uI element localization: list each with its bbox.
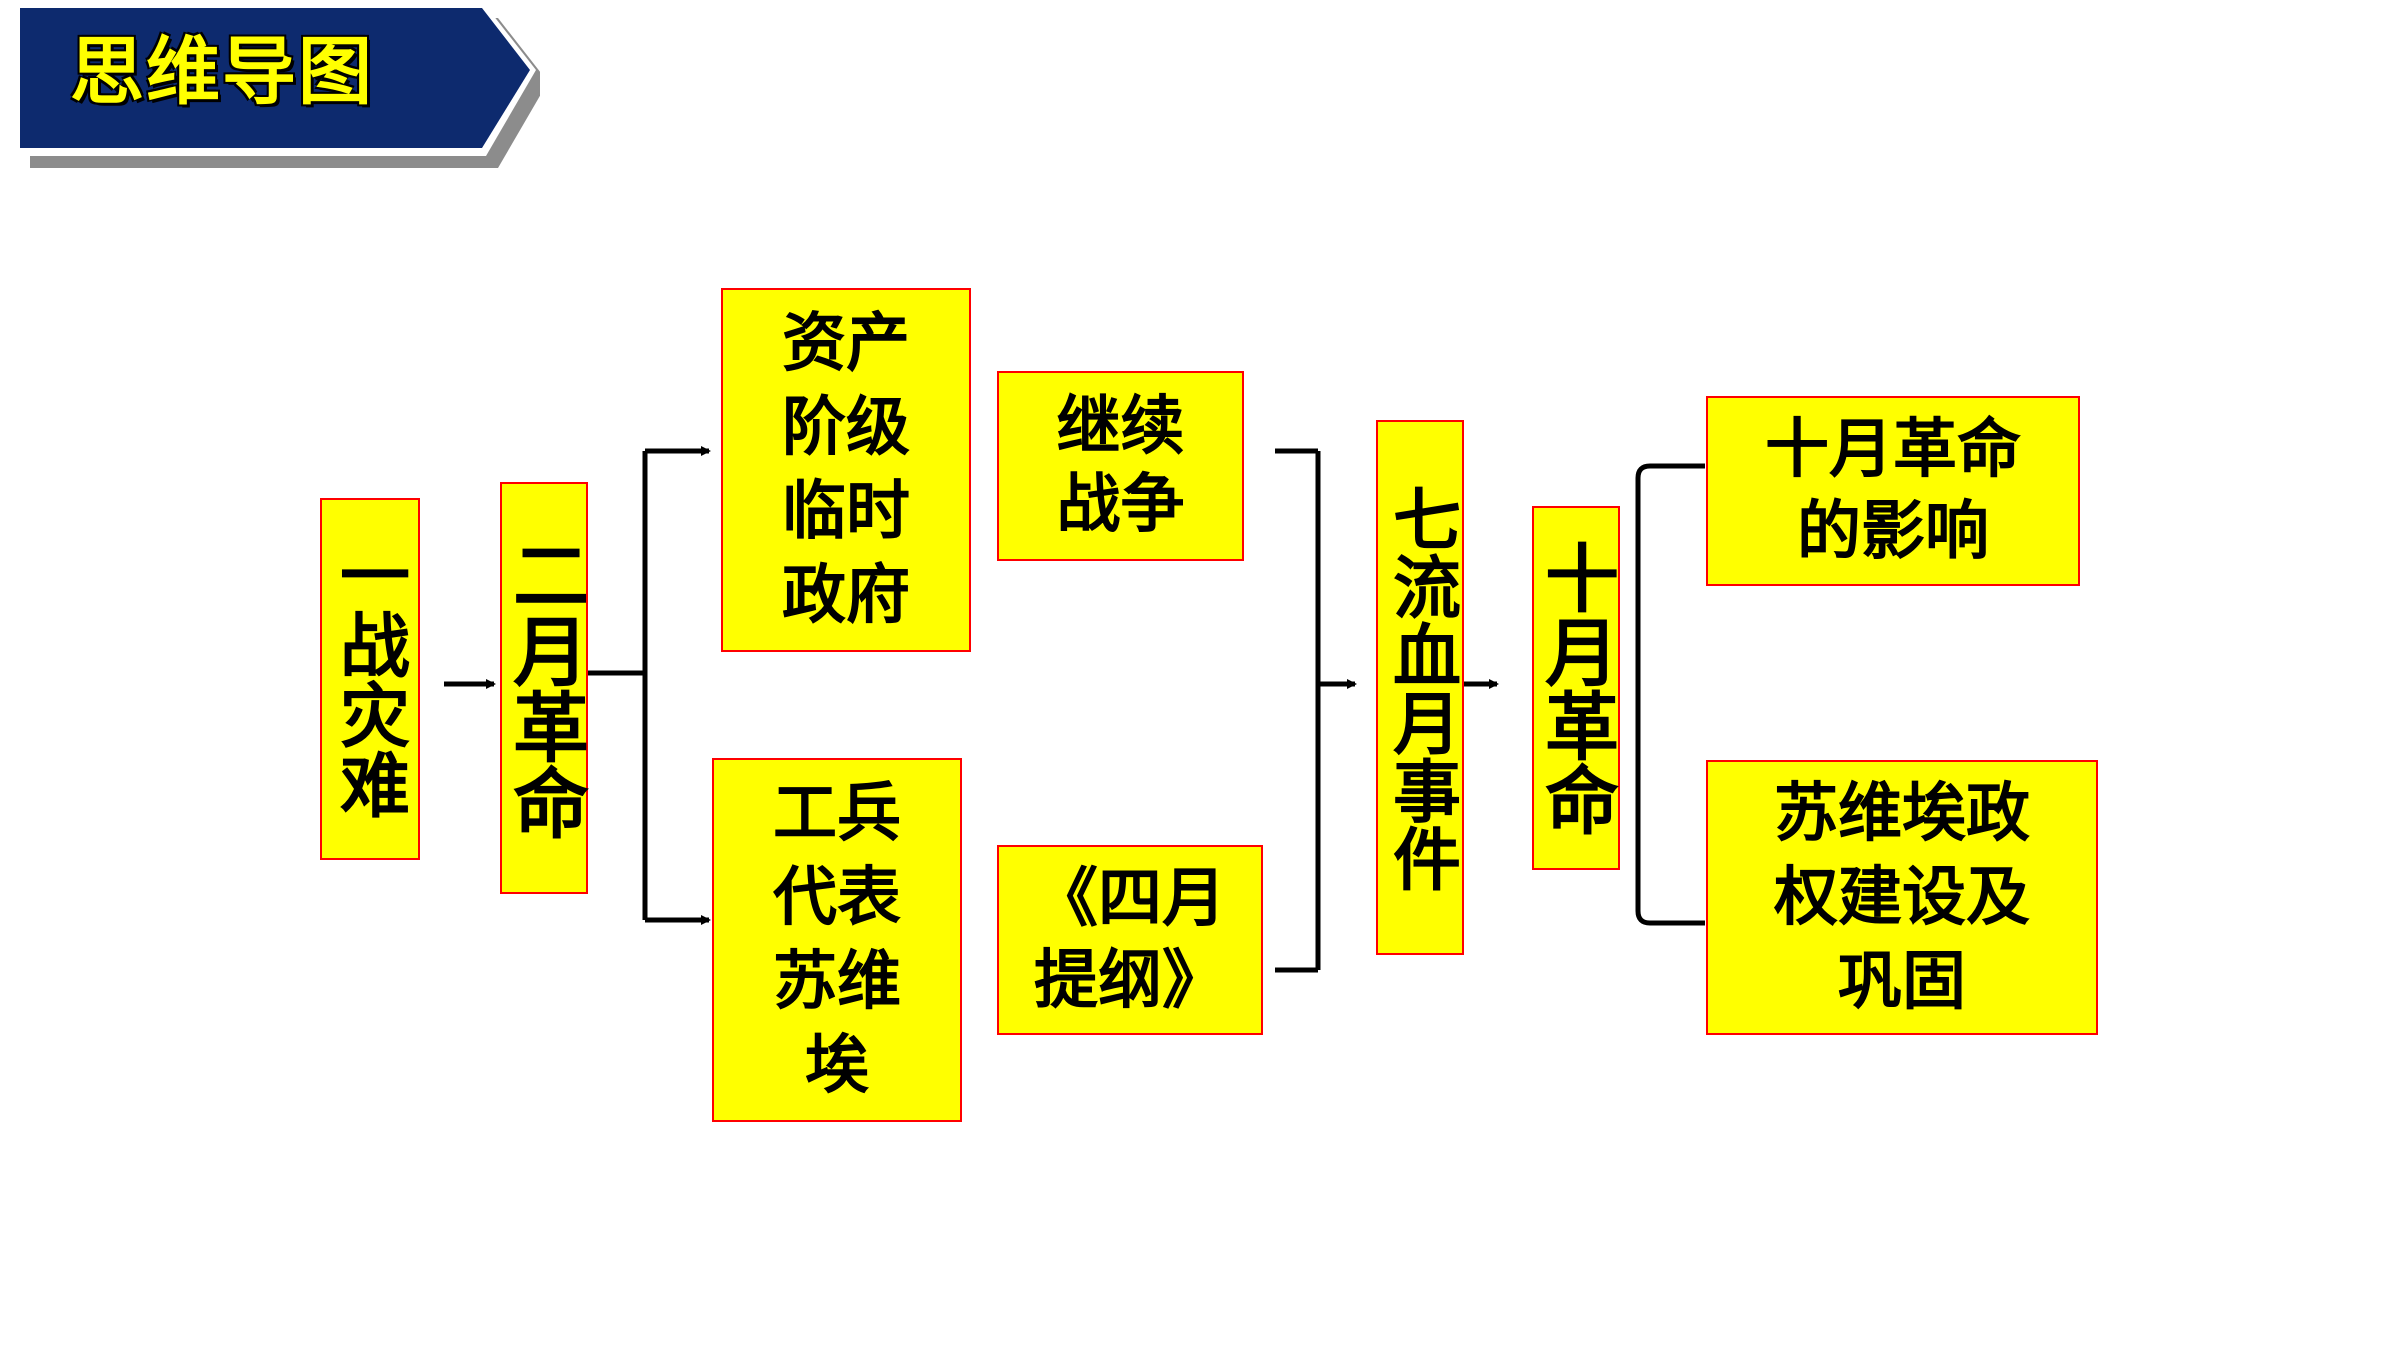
node-continue-war-label: 继续 战争 (1056, 390, 1185, 542)
node-april-theses: 《四月 提纲》 (997, 845, 1263, 1035)
node-feb-revolution-label: 二月革命 (500, 536, 589, 840)
node-april-theses-label: 《四月 提纲》 (1034, 862, 1226, 1018)
node-oct-influence: 十月革命 的影响 (1706, 396, 2080, 586)
bracket-oct-branches (1635, 463, 1705, 926)
title-banner (18, 6, 540, 168)
node-oct-influence-label: 十月革命 的影响 (1765, 413, 2021, 569)
node-feb-revolution: 二月革命 (500, 482, 589, 894)
node-continue-war: 继续 战争 (997, 371, 1244, 561)
node-soviet-regime-label: 苏维埃政 权建设及 巩固 (1774, 776, 2030, 1019)
node-soviet: 工兵 代表 苏维 埃 (712, 758, 962, 1122)
mind-map-title: 思维导图 (70, 29, 374, 115)
node-oct-revolution-label: 十月革命 (1532, 540, 1619, 836)
node-ww1-disaster: 一战灾难 (320, 498, 420, 860)
node-oct-revolution: 十月革命 (1532, 506, 1620, 870)
node-soviet-label: 工兵 代表 苏维 埃 (773, 777, 901, 1103)
node-provisional-gov: 资产 阶级 临时 政府 (721, 288, 971, 652)
node-soviet-regime: 苏维埃政 权建设及 巩固 (1706, 760, 2098, 1035)
node-july-days: 七流血月事件 (1376, 420, 1464, 955)
node-ww1-disaster-label: 一战灾难 (328, 539, 411, 819)
node-provisional-gov-label: 资产 阶级 临时 政府 (782, 307, 910, 633)
node-july-days-label: 七流血月事件 (1380, 483, 1460, 892)
